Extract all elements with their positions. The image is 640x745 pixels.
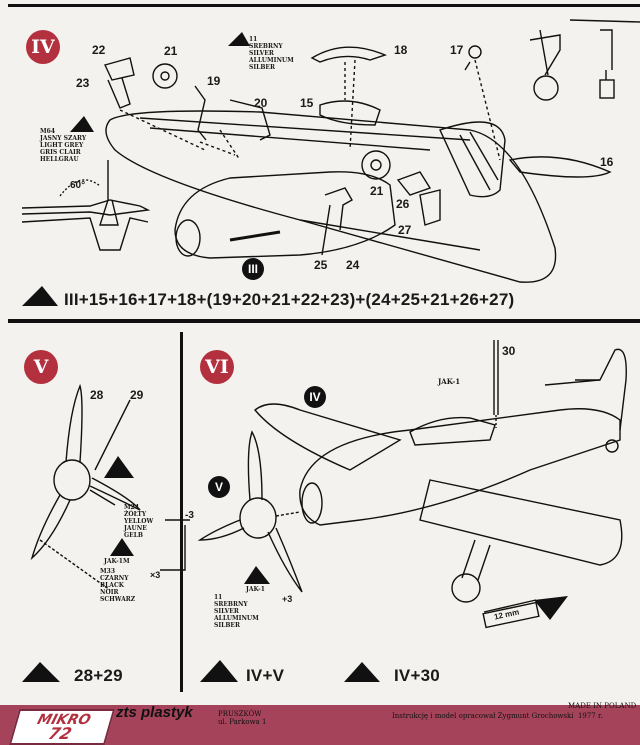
paint-icon-v1 [104,456,134,478]
part-label-16: 16 [600,155,614,169]
spinner-v [53,459,91,501]
glue-icon-grey [70,116,94,132]
part-18 [310,46,387,63]
glue-icon-formula4 [22,286,58,306]
plane-fuselage [299,408,621,526]
mikro-72-logo: MIKRO 72 [8,709,116,745]
gear-inset [529,29,561,76]
part-label-25: 25 [314,258,328,272]
plane-wing-right [419,479,623,566]
fuselage-badge-iii: III [242,258,264,280]
part-label-17: 17 [450,43,464,57]
silver-paint-caption: 11 SREBRNY SILVER ALLUMINUM SILBER [249,36,294,71]
part-label-18: 18 [394,43,408,57]
vertical-divider [180,332,183,692]
blade-down [30,494,71,561]
top-rule [8,4,640,7]
part-24-25 [321,187,353,256]
angle-label: 60° [70,180,86,191]
wheel-21a [152,63,178,89]
antenna-mast [493,340,499,415]
part-26 [396,171,432,196]
wheel-21b [361,150,391,180]
paint-icon-vi [244,566,270,584]
paint-icon-v2 [110,538,134,556]
assembly-badge-v: V [208,476,230,498]
brand-name: zts plastyk [116,704,193,721]
plus3-label: +3 [282,594,293,604]
jak1-label: JAK-1 [438,377,461,386]
credit-line: Instrukcję i model opracował Zygmunt Gro… [392,712,603,720]
part-label-29: 29 [130,388,144,402]
part-label-21: 21 [164,44,178,58]
part-label-26: 26 [396,197,410,211]
part-22 [104,57,135,81]
formula-step-vi-b: IV+30 [394,666,440,685]
assembly-badge-iv: IV [304,386,326,408]
tail-outline [439,121,506,198]
stabilizer-15 [319,100,381,126]
manufacturer-address: PRUSZKÓW ul. Parkowa 1 [218,710,267,726]
plane-canopy [409,416,496,446]
formula-step-vi-a: IV+V [246,666,285,685]
minus3-label: -3 [185,510,194,521]
yellow-paint-caption: M24 ŻÓŁTY YELLOW JAUNE GELB [124,504,154,539]
part-27 [419,189,441,226]
grey-paint-caption: M64 JASNY SZARY LIGHT GREY GRIS CLAIR HE… [40,128,87,163]
glue-icon-ivv [200,660,238,682]
part-label-21b: 21 [370,184,384,198]
cut-icon [534,596,568,620]
part-label-15: 15 [300,96,314,110]
part-label-22: 22 [92,43,106,57]
formula-step-v: 28+29 [74,666,123,685]
strut-19 [194,85,207,141]
jak1m-label: JAK-1M [104,558,130,565]
formula-step-iv: III+15+16+17+18+(19+20+21+22+23)+(24+25+… [64,290,515,309]
fuselage-outline [174,171,396,259]
part-label-24: 24 [346,258,360,272]
jak1-small-label: JAK-1 [246,586,265,593]
part-label-19: 19 [207,74,221,88]
wing-outline [105,110,557,283]
plane-wing-left [254,403,402,471]
multiplier-label: ×3 [150,570,161,580]
part-label-28: 28 [90,388,104,402]
part-23 [107,77,131,109]
blade-up [65,383,83,463]
stabilizer-16 [508,156,612,178]
black-paint-caption: M33 CZARNY BLACK NOIR SCHWARZ [100,568,136,603]
glue-icon-top [228,32,250,46]
made-in-label: MADE IN POLAND [568,702,637,710]
strut-20 [229,99,271,141]
step-badge-vi: VI [200,350,234,384]
glue-icon-iv30 [344,662,380,682]
part-label-23: 23 [76,76,90,90]
step-badge-iv: IV [26,30,60,64]
part-label-27: 27 [398,223,412,237]
step-badge-v: V [24,350,58,384]
glue-icon-28 [22,662,60,682]
blade-right [89,477,141,511]
section-divider [8,319,640,323]
plane-tail [544,348,627,431]
front-view-inset [21,199,151,216]
part-label-30: 30 [502,344,516,358]
logo-bottom: 72 [46,724,74,743]
part-label-20: 20 [254,96,268,110]
silver-paint-caption-vi: 11 SREBRNY SILVER ALLUMINUM SILBER [214,594,259,629]
plane-gear [461,539,491,581]
